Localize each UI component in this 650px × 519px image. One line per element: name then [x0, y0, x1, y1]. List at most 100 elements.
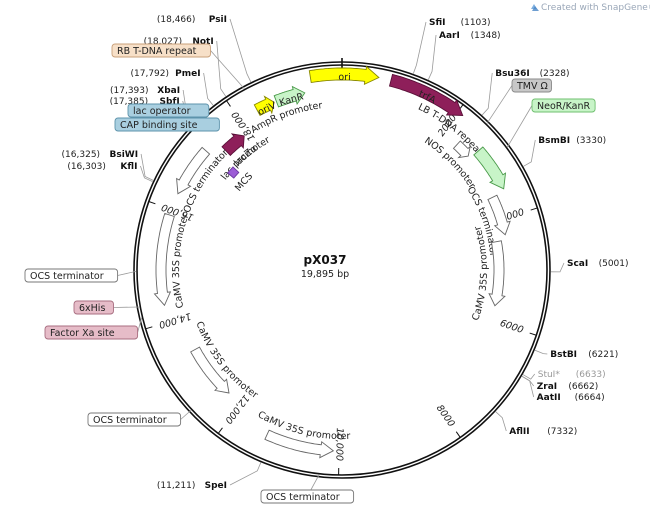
feature-arrow[interactable] [226, 166, 240, 179]
site-name[interactable]: SbfI [160, 97, 180, 107]
boxed-label-tmv-[interactable]: TMV Ω [511, 78, 552, 93]
site-kfli[interactable]: KflI(16,303) [67, 162, 137, 172]
site-leader [140, 165, 153, 183]
site-name[interactable]: AflII [509, 427, 529, 437]
boxed-label-leader [117, 270, 137, 276]
site-name[interactable]: KflI [120, 162, 137, 172]
site-aatii[interactable]: AatII(6664) [537, 393, 605, 403]
site-name[interactable]: BsmBI [538, 136, 570, 146]
site-leader [481, 72, 493, 116]
snapgene-credit: Created with SnapGene® [531, 3, 650, 13]
site-name[interactable]: BsiWI [109, 150, 138, 160]
feature-label-path: CaMV 35S promoter [170, 212, 190, 309]
tick-8000: 8000 [434, 403, 461, 438]
site-position: (6221) [588, 350, 618, 360]
site-spei[interactable]: SpeI(11,211) [157, 481, 227, 491]
site-leader [522, 373, 536, 380]
site-zrai[interactable]: ZraI (6662) [537, 382, 599, 392]
boxed-label-bg [114, 117, 220, 132]
site-name[interactable]: XbaI [157, 86, 180, 96]
tick-10000: 10,000 [333, 428, 345, 475]
boxed-label-neor-kanr[interactable]: NeoR/KanR [531, 98, 596, 113]
site-psii[interactable]: PsiI (18,466) [157, 15, 227, 25]
feature-arrow[interactable] [221, 133, 245, 157]
feature-nos-promoter[interactable]: NOS promoter [383, 121, 492, 231]
feature-arrow[interactable] [253, 95, 275, 116]
site-bsmbi[interactable]: BsmBI(3330) [538, 136, 606, 146]
site-position: (7332) [547, 427, 577, 437]
boxed-label-bg [111, 43, 211, 58]
restriction-site-labels: PsiI (18,466) NotI(18,027) PmeI(17,792) XbaI… [62, 15, 629, 491]
feature-trfa[interactable]: trfA [300, 73, 517, 188]
site-position: (6633) [576, 370, 606, 380]
site-noti[interactable]: NotI(18,027) [144, 37, 214, 47]
feature-mcs[interactable]: MCS [213, 146, 298, 240]
boxed-label-bg [44, 325, 139, 340]
site-leader [521, 375, 535, 398]
site-scai[interactable]: ScaI(5001) [567, 259, 629, 269]
boxed-label-bg [127, 103, 210, 118]
feature-ori[interactable]: ori [227, 65, 461, 118]
feature-arrow[interactable] [190, 346, 230, 394]
site-bsu36i[interactable]: Bsu36I(2328) [495, 69, 569, 79]
site-xbai[interactable]: XbaI(17,393) [110, 86, 180, 96]
feature-arrow[interactable] [488, 240, 506, 307]
site-aflii[interactable]: AflII (7332) [509, 427, 577, 437]
site-sfii[interactable]: SfiI(1103) [429, 18, 491, 28]
boxed-label-bg [531, 98, 596, 113]
feature-arrow[interactable] [452, 140, 471, 159]
boxed-label-text: TMV Ω [516, 81, 548, 92]
feature-arrow[interactable] [176, 146, 211, 195]
site-name[interactable]: AatII [537, 393, 561, 403]
site-name[interactable]: NotI [192, 37, 213, 47]
feature-arrow[interactable] [273, 85, 306, 108]
boxed-label-bg [73, 300, 114, 315]
site-name[interactable]: BstBI [550, 350, 577, 360]
label-guide [383, 121, 492, 231]
site-leader [229, 462, 262, 486]
site-bstbi[interactable]: BstBI (6221) [550, 350, 618, 360]
feature-label: CaMV 35S promoter [170, 212, 190, 309]
boxed-label-factor-xa-site[interactable]: Factor Xa site [44, 325, 139, 340]
site-name[interactable]: ZraI [537, 382, 557, 392]
site-aari[interactable]: AarI(1348) [439, 31, 501, 41]
feature-unlabeled[interactable] [473, 146, 507, 190]
tick-12000: 12,000 [217, 392, 251, 434]
site-position: (6662) [568, 382, 598, 392]
feature-arrow[interactable] [308, 65, 380, 86]
boxed-label-ocs-terminator[interactable]: OCS terminator [24, 268, 119, 283]
site-name[interactable]: AarI [439, 31, 460, 41]
feature-lacz-[interactable]: lacZα [200, 122, 319, 222]
site-pmei[interactable]: PmeI(17,792) [131, 69, 201, 79]
boxed-label-ocs-terminator[interactable]: OCS terminator [260, 489, 355, 504]
site-stui[interactable]: StuI* (6633) [538, 370, 606, 380]
boxed-label-rb-t-dna-repeat[interactable]: RB T-DNA repeat [111, 43, 211, 58]
site-name[interactable]: SfiI [429, 18, 446, 28]
feature-arrow[interactable] [153, 212, 175, 307]
feature-arrow[interactable] [264, 429, 335, 459]
feature-arrow[interactable] [487, 194, 511, 236]
site-name[interactable]: Bsu36I [495, 69, 530, 79]
boxed-label-leader [506, 105, 533, 148]
site-name[interactable]: PmeI [175, 69, 200, 79]
site-bsiwi[interactable]: BsiWI(16,325) [62, 150, 139, 160]
tick-line [530, 207, 538, 211]
site-name[interactable]: ScaI [567, 259, 588, 269]
boxed-label-lac-operator[interactable]: lac operator [127, 103, 210, 118]
site-sbfi[interactable]: SbfI(17,385) [110, 97, 180, 107]
feature-arrow[interactable] [473, 146, 507, 190]
credit-text: Created with SnapGene® [541, 3, 650, 13]
boxed-label-bg [511, 78, 552, 93]
site-name[interactable]: PsiI [209, 15, 227, 25]
tick-14000: 14,000 [145, 310, 192, 330]
feature-arrow[interactable] [388, 73, 464, 116]
site-name[interactable]: SpeI [205, 481, 227, 491]
boxed-label-text: 6xHis [79, 303, 105, 314]
site-name[interactable]: StuI* [538, 370, 561, 380]
boxed-label-ocs-terminator[interactable]: OCS terminator [87, 412, 182, 427]
site-leader [550, 262, 565, 273]
site-position: (18,466) [157, 15, 196, 25]
boxed-label-cap-binding-site[interactable]: CAP binding site [114, 117, 220, 132]
boxed-label-6xhis[interactable]: 6xHis [73, 300, 114, 315]
tick-line [217, 427, 223, 434]
